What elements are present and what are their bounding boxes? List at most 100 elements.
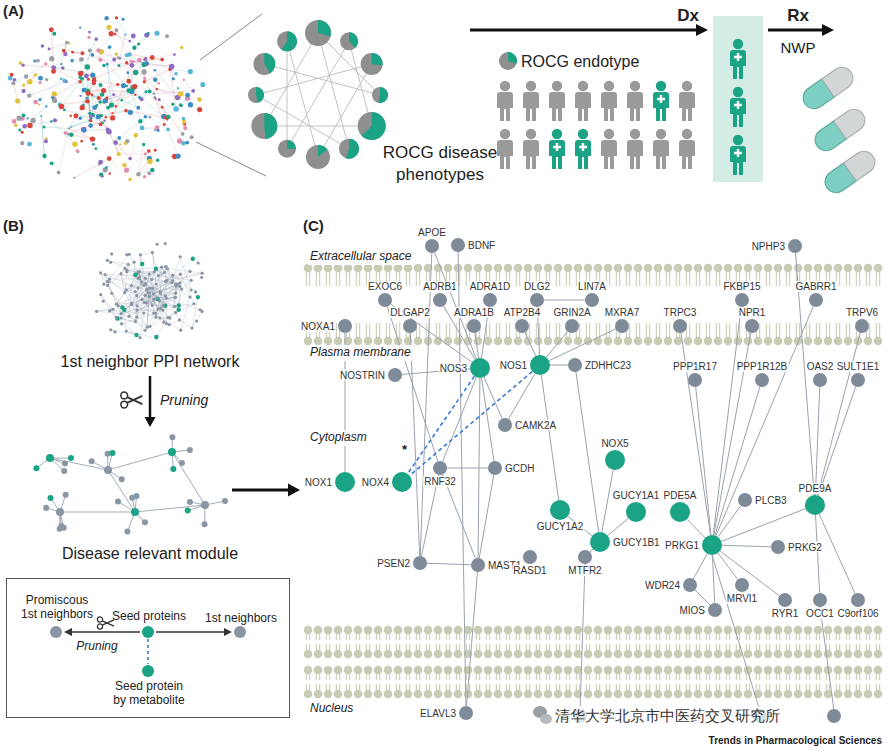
ppi-link xyxy=(150,312,176,326)
network-dot xyxy=(160,58,164,62)
network-link xyxy=(157,89,178,97)
network-dot xyxy=(117,64,120,67)
arrow-head xyxy=(696,24,708,36)
ring-link xyxy=(287,41,349,148)
lipid-head xyxy=(674,626,683,635)
network-dot xyxy=(108,45,112,49)
module-dot xyxy=(185,508,191,514)
ppi-dot xyxy=(200,310,203,313)
ppi-dot xyxy=(125,329,128,332)
pie-slice xyxy=(349,32,358,48)
network-hairball xyxy=(8,16,205,181)
lipid-head xyxy=(344,264,353,273)
network-link xyxy=(168,129,178,156)
network-dot xyxy=(52,32,56,36)
person-icon xyxy=(679,81,695,121)
lipid-head xyxy=(684,666,693,675)
network-dot xyxy=(94,37,98,41)
lipid-head xyxy=(814,626,823,635)
lipid-head xyxy=(374,264,383,273)
lipid-head xyxy=(604,337,613,346)
network-dot xyxy=(174,72,178,76)
network-dot xyxy=(128,40,131,43)
lipid-tail xyxy=(556,323,557,338)
network-dot xyxy=(89,119,92,122)
lipid-head xyxy=(444,264,453,273)
network-link xyxy=(138,144,143,174)
network-dot xyxy=(157,129,160,132)
ppi-dot xyxy=(110,252,113,255)
network-dot xyxy=(27,142,32,147)
person-head xyxy=(578,129,588,139)
network-dot xyxy=(128,178,132,182)
lipid-tail xyxy=(776,323,777,338)
lipid-head xyxy=(364,666,373,675)
ppi-dot xyxy=(148,295,151,298)
module-dot xyxy=(124,529,130,535)
network-dot xyxy=(40,115,42,117)
lipid-tail xyxy=(876,323,877,338)
ppi-dot xyxy=(173,296,176,299)
lipid-head xyxy=(524,626,533,635)
lipid-head xyxy=(854,650,863,659)
ppi-link xyxy=(111,330,137,335)
lipid-tail xyxy=(696,323,697,338)
pie-base xyxy=(251,113,277,139)
network-dot xyxy=(179,103,183,107)
network-dot xyxy=(115,105,118,108)
lipid-head xyxy=(344,650,353,659)
module-dot xyxy=(56,508,64,516)
lipid-tail xyxy=(389,323,390,338)
network-link xyxy=(12,75,18,101)
network-dot xyxy=(131,34,136,39)
ppi-link xyxy=(165,296,179,320)
network-dot xyxy=(180,46,183,49)
lipid-head xyxy=(724,626,733,635)
network-dot xyxy=(27,79,33,85)
network-dot xyxy=(143,175,146,178)
network-dot xyxy=(181,105,183,107)
network-dot xyxy=(117,152,121,156)
lipid-head xyxy=(514,626,523,635)
ppi-dot xyxy=(197,261,200,264)
pie-base xyxy=(361,53,383,75)
network-dot xyxy=(52,91,57,96)
network-dot xyxy=(8,76,13,81)
lipid-tail xyxy=(706,271,707,286)
module-link xyxy=(108,470,135,512)
lipid-tail xyxy=(629,323,630,338)
lipid-head xyxy=(654,666,663,675)
pie-base xyxy=(340,32,358,50)
lipid-head xyxy=(334,650,343,659)
lipid-leaflet xyxy=(304,644,883,658)
ring-link xyxy=(287,41,288,148)
lipid-head xyxy=(444,337,453,346)
lipid-tail xyxy=(879,271,880,286)
phenotype-pie xyxy=(339,139,359,159)
module-dot xyxy=(62,461,68,467)
network-dot xyxy=(115,52,119,56)
network-dot xyxy=(27,123,32,128)
network-link xyxy=(59,134,68,172)
lipid-head xyxy=(534,337,543,346)
lipid-tail xyxy=(709,323,710,338)
lipid-head xyxy=(324,666,333,675)
network-dot xyxy=(70,126,72,128)
ppi-dot xyxy=(174,311,177,314)
lipid-head xyxy=(594,650,603,659)
lipid-head xyxy=(434,650,443,659)
network-link xyxy=(113,86,124,118)
lipid-head xyxy=(554,626,563,635)
person-head xyxy=(733,39,743,49)
lipid-head xyxy=(834,650,843,659)
lipid-tail xyxy=(309,271,310,286)
lipid-head xyxy=(524,264,533,273)
lipid-tail xyxy=(689,271,690,286)
lipid-tail xyxy=(829,323,830,338)
network-dot xyxy=(122,163,126,167)
lipid-tail xyxy=(836,323,837,338)
lipid-head xyxy=(604,626,613,635)
network-dot xyxy=(182,120,186,124)
network-dot xyxy=(60,63,62,65)
lipid-head xyxy=(344,626,353,635)
